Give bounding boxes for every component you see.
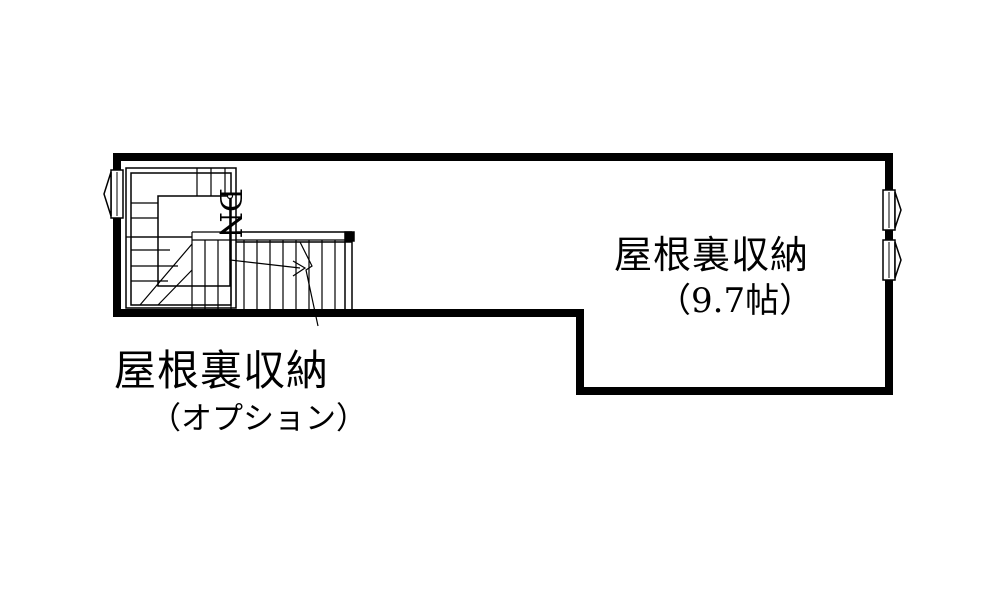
window-right-upper-icon	[882, 189, 902, 231]
main-room-size: （9.7帖）	[657, 281, 814, 321]
stair-arrow-icon	[226, 192, 319, 327]
window-right-lower-icon	[882, 239, 902, 281]
stair-treads	[126, 168, 345, 309]
main-room-title: 屋根裏収納	[614, 233, 810, 277]
stair-enclosure	[125, 167, 355, 309]
stair-direction-label: DN	[212, 188, 247, 239]
window-left-icon	[103, 169, 124, 219]
optional-room-note: （オプション）	[150, 401, 367, 437]
optional-room-title: 屋根裏収納	[114, 346, 330, 395]
outer-wall	[113, 153, 893, 395]
